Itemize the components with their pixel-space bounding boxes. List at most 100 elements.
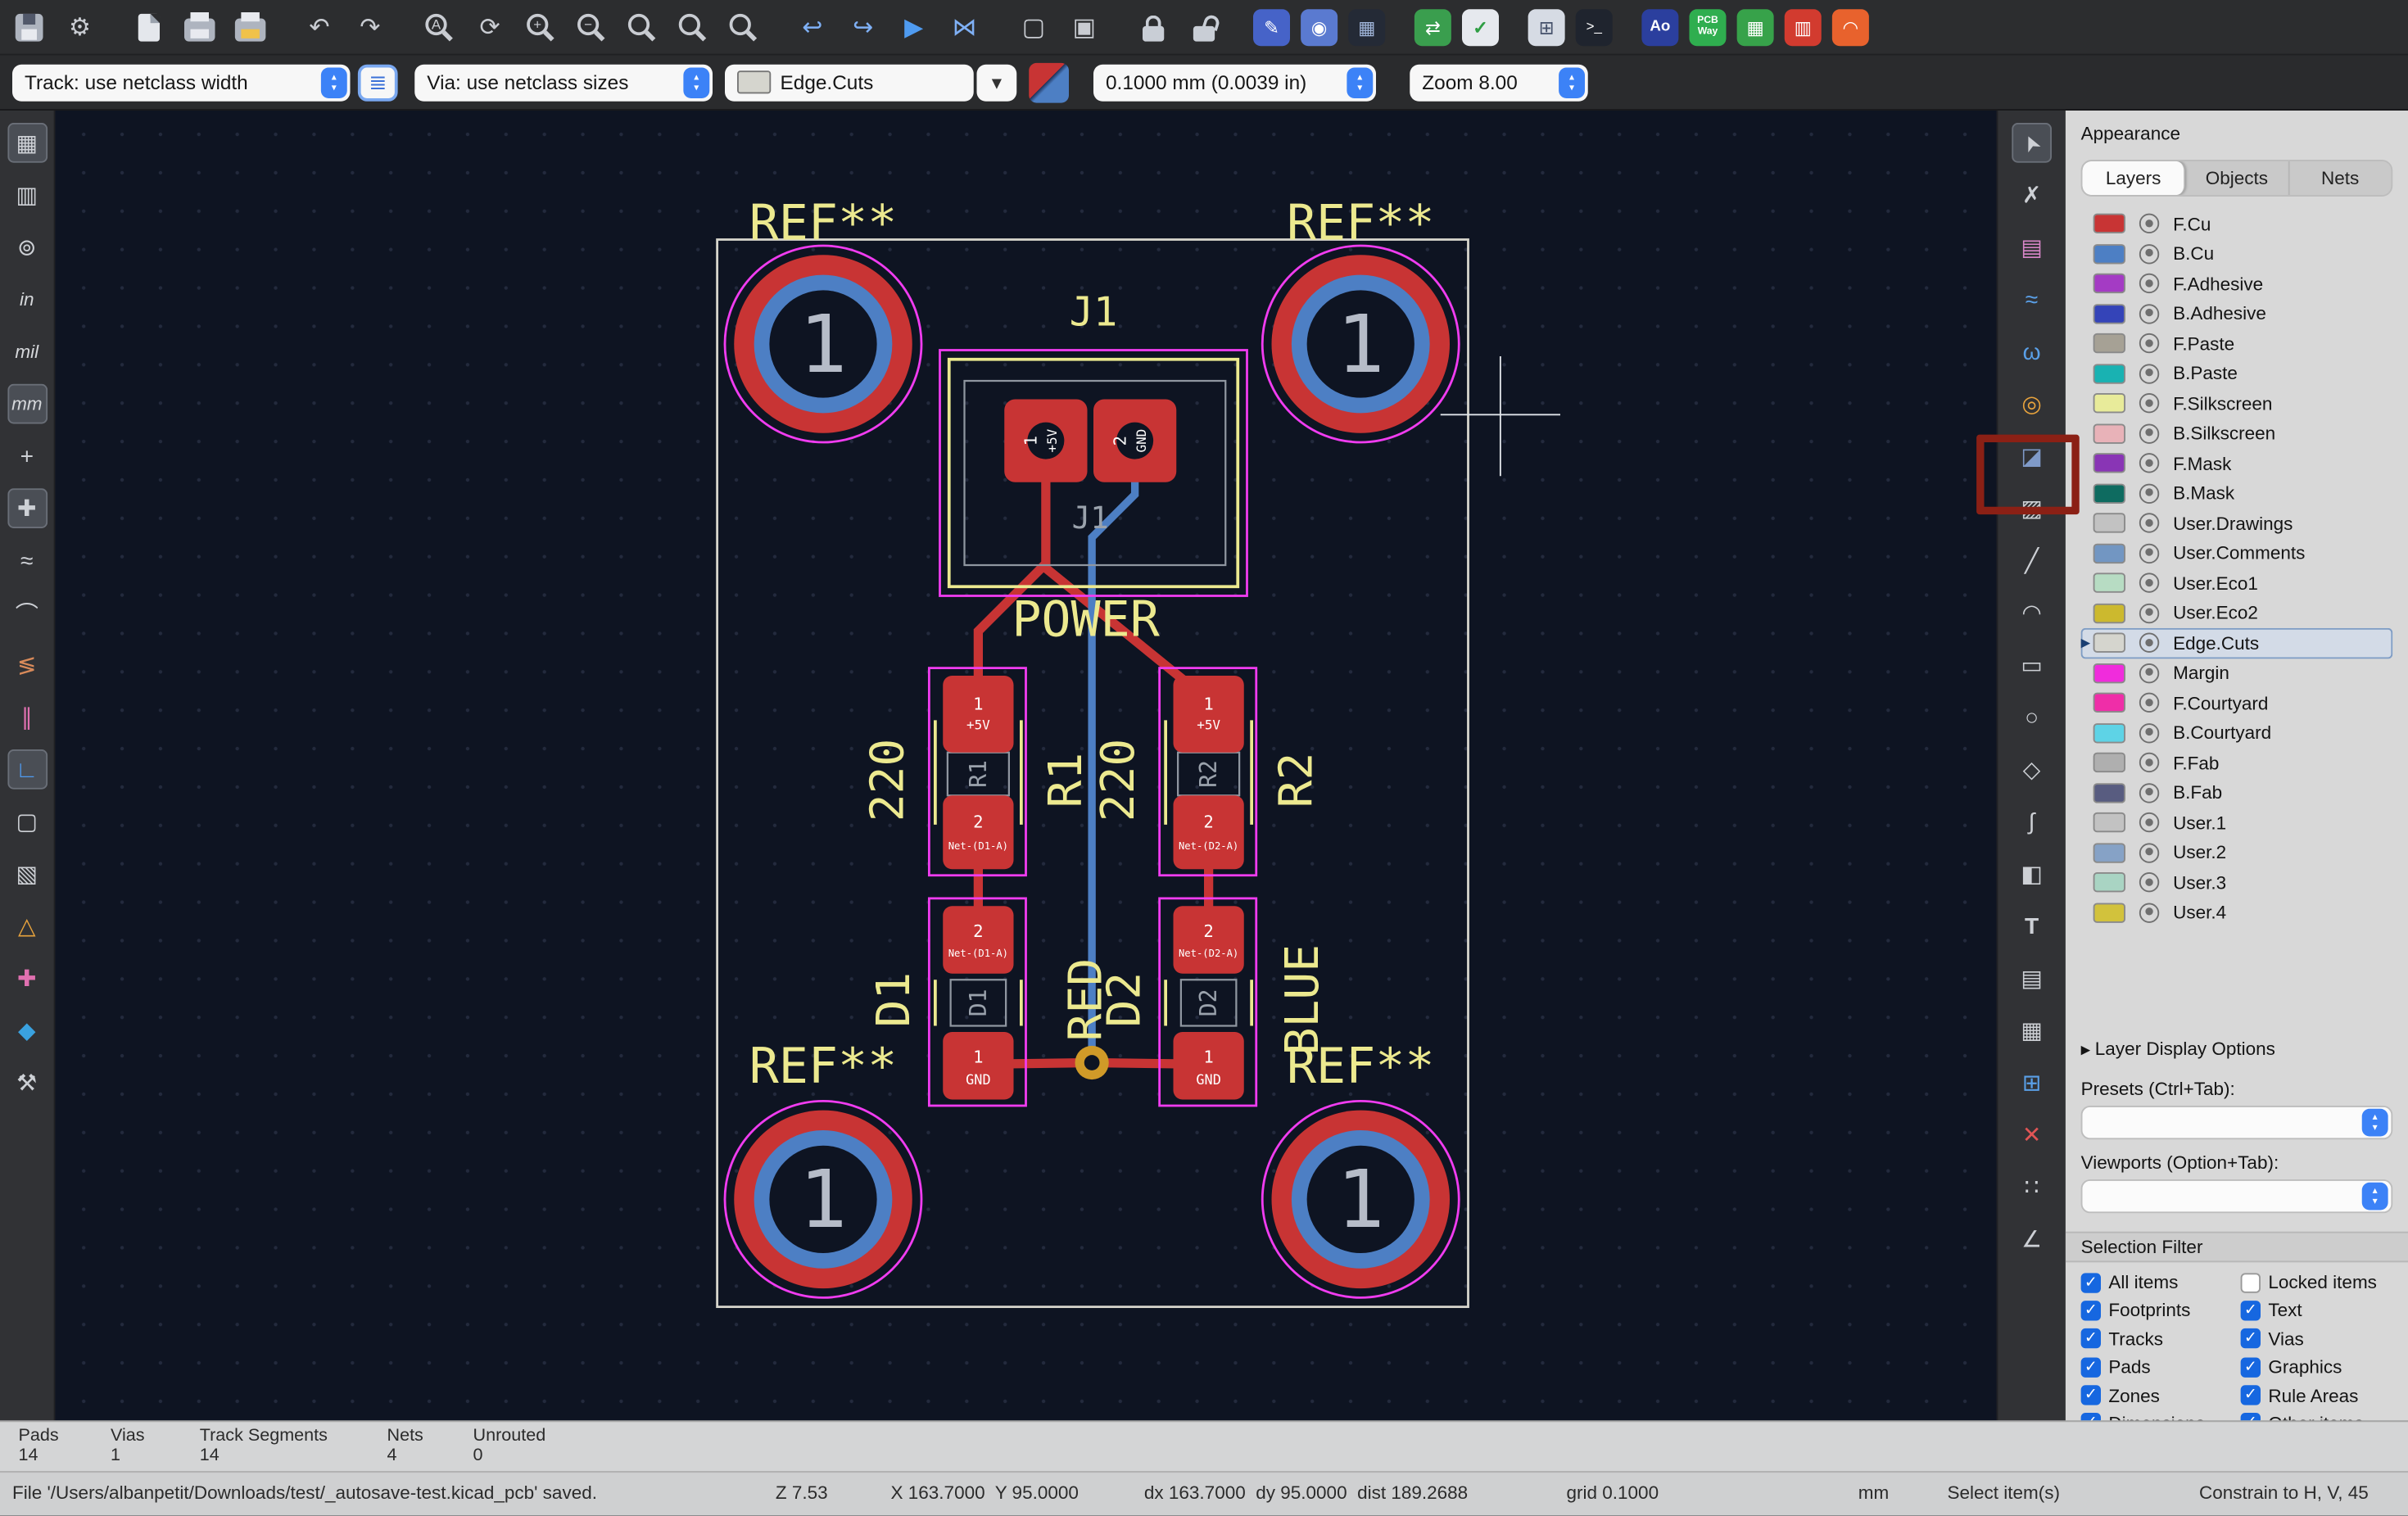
layer-row-fmask[interactable]: F.Mask: [2081, 449, 2393, 479]
track-width-dropdown[interactable]: Track: use netclass width ▴▾: [12, 64, 351, 101]
filter-graphics[interactable]: Graphics: [2241, 1356, 2393, 1378]
checkbox-icon[interactable]: [2081, 1414, 2101, 1421]
visibility-eye-icon[interactable]: [2139, 633, 2159, 653]
outline-mode-icon[interactable]: ∟: [7, 749, 47, 790]
footprint-r1[interactable]: 1 +5V 2 Net-(D1-A) R1: [929, 668, 1025, 876]
filter-rule-areas[interactable]: Rule Areas: [2241, 1384, 2393, 1405]
via[interactable]: [1075, 1046, 1109, 1079]
draw-polygon-icon[interactable]: ◇: [2012, 749, 2052, 790]
measure-tool-icon[interactable]: ∠: [2012, 1220, 2052, 1260]
layer-color-swatch[interactable]: [2093, 753, 2125, 772]
zoom-fit-icon[interactable]: [622, 7, 662, 47]
mounting-hole-top-left[interactable]: 1: [725, 246, 921, 442]
filter-dimensions[interactable]: Dimensions: [2081, 1413, 2241, 1420]
checkbox-icon[interactable]: [2241, 1328, 2261, 1348]
r2-reference[interactable]: R2: [1270, 753, 1323, 808]
tab-layers[interactable]: Layers: [2083, 161, 2186, 195]
pad-display-icon[interactable]: ▢: [7, 802, 47, 842]
filter-vias[interactable]: Vias: [2241, 1328, 2393, 1349]
find-icon[interactable]: A: [419, 7, 459, 47]
add-dimension-icon[interactable]: ⊞: [2012, 1063, 2052, 1103]
new-board-icon[interactable]: [129, 7, 170, 47]
visibility-eye-icon[interactable]: [2139, 333, 2159, 353]
layer-color-swatch[interactable]: [2093, 573, 2125, 593]
visibility-eye-icon[interactable]: [2139, 454, 2159, 473]
net-names-icon[interactable]: ▧: [7, 854, 47, 894]
visibility-eye-icon[interactable]: [2139, 423, 2159, 443]
layer-row-fcu[interactable]: F.Cu: [2081, 209, 2393, 239]
draw-rectangle-icon[interactable]: ▭: [2012, 645, 2052, 686]
tune-length-icon[interactable]: ω: [2012, 332, 2052, 372]
filter-text[interactable]: Text: [2241, 1300, 2393, 1321]
layer-row-bfab[interactable]: B.Fab: [2081, 778, 2393, 808]
ratsnest-icon[interactable]: ≈: [7, 541, 47, 581]
library-check-icon[interactable]: ◉: [1301, 8, 1338, 45]
stepper-icon[interactable]: ▴▾: [321, 67, 347, 98]
visibility-eye-icon[interactable]: [2139, 244, 2159, 264]
tab-nets[interactable]: Nets: [2289, 161, 2391, 195]
footprint-viewer-icon[interactable]: ▦: [1348, 8, 1385, 45]
layer-dropdown-caret-button[interactable]: ▾: [977, 64, 1017, 101]
zoom-fit-objects-icon[interactable]: [672, 7, 713, 47]
filter-other-items[interactable]: Other items: [2241, 1413, 2393, 1420]
presets-dropdown[interactable]: ▴▾: [2081, 1106, 2393, 1139]
visibility-eye-icon[interactable]: [2139, 274, 2159, 293]
visibility-eye-icon[interactable]: [2139, 214, 2159, 233]
layer-color-swatch[interactable]: [2093, 514, 2125, 533]
plot-icon[interactable]: [230, 7, 270, 47]
pcb-drawing[interactable]: REF** REF** REF** REF**: [56, 111, 1997, 1420]
layer-row-fsilkscreen[interactable]: F.Silkscreen: [2081, 388, 2393, 419]
grid-overrides-icon[interactable]: ▥: [7, 175, 47, 215]
filter-tracks[interactable]: Tracks: [2081, 1328, 2241, 1349]
layer-pair-icon[interactable]: [1029, 62, 1069, 102]
visibility-eye-icon[interactable]: [2139, 872, 2159, 892]
cursor-shape-icon[interactable]: +: [7, 437, 47, 477]
update-pcb-icon[interactable]: ⇄: [1414, 8, 1451, 45]
pad-pair-icon[interactable]: ∥: [7, 697, 47, 737]
scripting-console-icon[interactable]: ✎: [1253, 8, 1290, 45]
grid-origin-icon[interactable]: ∷: [2012, 1167, 2052, 1207]
footprint-r2[interactable]: 1 +5V 2 Net-(D2-A) R2: [1160, 668, 1256, 876]
plugin-pcbway-icon[interactable]: PCB Way: [1690, 8, 1727, 45]
zoom-dropdown[interactable]: Zoom 8.00 ▴▾: [1410, 64, 1588, 101]
units-mm-button[interactable]: mm: [7, 384, 47, 424]
unlock-icon[interactable]: [1184, 7, 1224, 47]
active-layer-dropdown[interactable]: Edge.Cuts: [725, 64, 974, 101]
select-tool-icon[interactable]: ➤: [2012, 123, 2052, 163]
add-table-icon[interactable]: ▦: [2012, 1011, 2052, 1051]
highlight-collisions-icon[interactable]: ≶: [7, 645, 47, 686]
route-tracks-icon[interactable]: ≈: [2012, 279, 2052, 319]
units-inches-button[interactable]: in: [7, 279, 47, 319]
mounting-hole-bottom-left[interactable]: 1: [725, 1101, 921, 1297]
properties-wrench-icon[interactable]: ⚒: [7, 1063, 47, 1103]
checkbox-icon[interactable]: [2081, 1357, 2101, 1377]
filter-all-items[interactable]: All items: [2081, 1272, 2241, 1293]
nav-back-icon[interactable]: ↩: [793, 7, 833, 47]
stepper-icon[interactable]: ▴▾: [2362, 1183, 2388, 1211]
layer-color-swatch[interactable]: [2093, 333, 2125, 353]
visibility-eye-icon[interactable]: [2139, 514, 2159, 533]
plugin-panelize-icon[interactable]: ▦: [1737, 8, 1774, 45]
layer-row-userdrawings[interactable]: User.Drawings: [2081, 509, 2393, 539]
stepper-icon[interactable]: ▴▾: [683, 67, 709, 98]
stepper-icon[interactable]: ▴▾: [1559, 67, 1585, 98]
checkbox-icon[interactable]: [2081, 1328, 2101, 1348]
d2-reference[interactable]: D2: [1098, 972, 1151, 1028]
d2-value[interactable]: BLUE: [1276, 944, 1329, 1055]
console-icon[interactable]: >_: [1576, 8, 1613, 45]
checkbox-icon[interactable]: [2081, 1385, 2101, 1405]
print-icon[interactable]: [179, 7, 220, 47]
layer-row-usereco1[interactable]: User.Eco1: [2081, 568, 2393, 599]
filter-pads[interactable]: Pads: [2081, 1356, 2241, 1378]
checkbox-icon[interactable]: [2081, 1272, 2101, 1292]
layer-row-user3[interactable]: User.3: [2081, 867, 2393, 898]
grid-dropdown[interactable]: 0.1000 mm (0.0039 in) ▴▾: [1093, 64, 1376, 101]
layer-color-swatch[interactable]: [2093, 244, 2125, 264]
layer-row-bmask[interactable]: B.Mask: [2081, 478, 2393, 509]
add-via-icon[interactable]: ◎: [2012, 384, 2052, 424]
add-textbox-icon[interactable]: ▤: [2012, 958, 2052, 998]
zoom-selection-icon[interactable]: [723, 7, 763, 47]
ref-label-top-left[interactable]: REF**: [749, 195, 898, 252]
layer-color-swatch[interactable]: [2093, 603, 2125, 622]
layer-color-swatch[interactable]: [2093, 483, 2125, 503]
